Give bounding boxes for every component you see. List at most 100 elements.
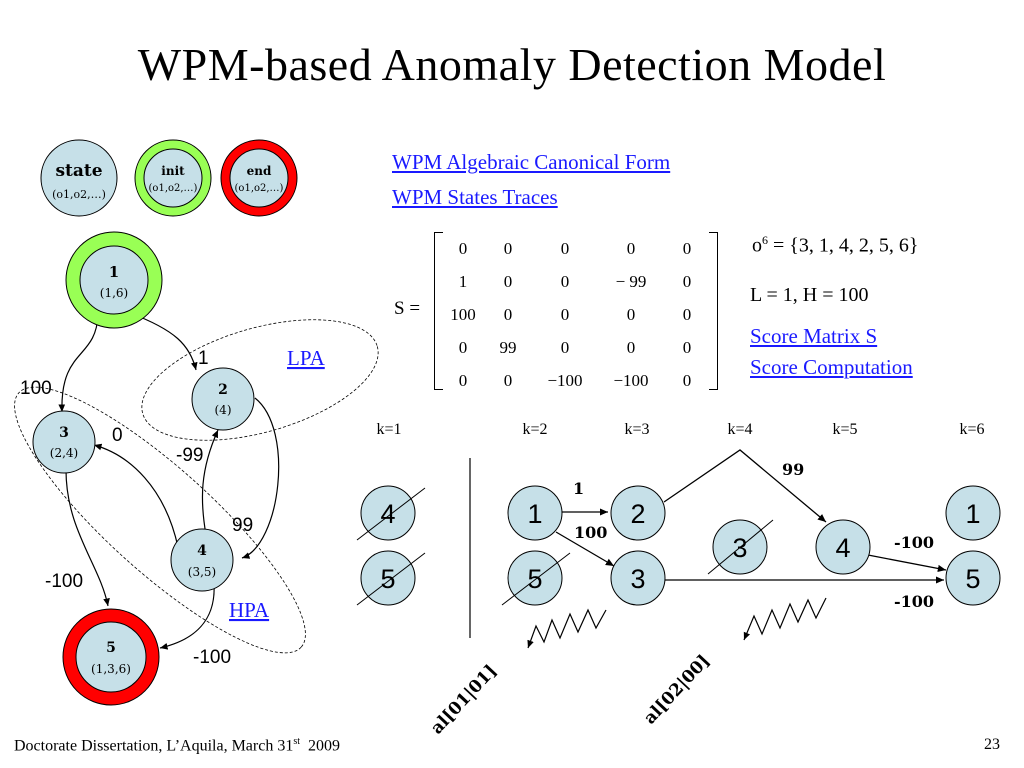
legend-end-name: end <box>247 164 272 178</box>
legend-init-sub: (o1,o2,…) <box>149 183 198 194</box>
matrix-cell: 0 <box>458 338 468 357</box>
matrix-cell: 1 <box>458 272 468 291</box>
matrix-cell: 0 <box>626 305 636 324</box>
footer-year: 2009 <box>300 737 341 755</box>
edge-1-to-2 <box>129 312 198 371</box>
trace-label-100: 100 <box>574 523 607 542</box>
trace-edge-2-4 <box>663 449 827 523</box>
legend-end: end (o1,o2,…) <box>220 139 298 217</box>
trace-node-k2-5-label: 5 <box>527 564 542 594</box>
trace-node-k1-4-label: 4 <box>380 499 395 529</box>
matrix-bracket-left <box>434 232 443 390</box>
graph-node-3-id: 3 <box>59 425 69 441</box>
matrix-bracket-right <box>709 232 718 390</box>
legend-state-sub: (o1,o2,…) <box>52 188 106 201</box>
matrix-grid: 0 0 0 0 0 1 0 0 − 99 0 100 0 0 0 0 0 99 … <box>442 232 710 397</box>
matrix-cell: 0 <box>503 272 513 291</box>
slide-title: WPM-based Anomaly Detection Model <box>137 39 887 90</box>
matrix-cell: 0 <box>503 239 513 258</box>
alarm-2: al[02|00] <box>640 651 714 728</box>
matrix-cell: 100 <box>450 305 476 324</box>
trace-node-k4-3: 3 <box>707 519 774 575</box>
lpa-link[interactable]: LPA <box>287 346 326 370</box>
sequence-sup: 6 <box>762 233 768 247</box>
trace-node-k1-5: 5 <box>356 550 426 606</box>
matrix-cell: 0 <box>560 305 570 324</box>
graph-node-1-id: 1 <box>109 263 119 281</box>
edge-label-1-2: 1 <box>198 348 209 369</box>
trace-node-k3-3-label: 3 <box>630 564 645 594</box>
matrix-cell: −100 <box>547 371 583 390</box>
legend-state-name: state <box>55 161 102 181</box>
edge-4-to-3 <box>93 443 179 548</box>
trace-node-k3-2-label: 2 <box>630 499 645 529</box>
link-score-computation[interactable]: Score Computation <box>750 355 913 379</box>
trace-node-k6-5: 5 <box>945 550 1001 606</box>
alarm-1: al[01|01] <box>427 661 501 738</box>
graph-node-2: 2 (4) <box>191 367 255 431</box>
matrix-cell: 0 <box>458 371 468 390</box>
edge-label-3-5: -100 <box>45 571 83 592</box>
trace-node-k3-2: 2 <box>610 485 666 541</box>
trace-node-k2-1-label: 1 <box>527 499 542 529</box>
legend-end-sub: (o1,o2,…) <box>235 183 284 194</box>
trace-edge-4-5 <box>867 554 947 573</box>
sequence-text: o6 = {3, 1, 4, 2, 5, 6} <box>752 233 918 258</box>
graph-node-4-id: 4 <box>197 543 207 559</box>
link-score-matrix[interactable]: Score Matrix S <box>750 324 878 348</box>
alarm-zigzag-2 <box>743 597 827 641</box>
graph-node-4-sub: (3,5) <box>188 565 216 579</box>
footer-sup: st <box>293 736 301 747</box>
params-text: L = 1, H = 100 <box>750 284 869 306</box>
trace-label-99: 99 <box>782 460 804 479</box>
edge-label-4-3: -99 <box>176 445 203 466</box>
link-states-traces[interactable]: WPM States Traces <box>392 185 558 209</box>
graph-node-1: 1 (1,6) <box>65 231 163 329</box>
link-canonical-form[interactable]: WPM Algebraic Canonical Form <box>392 150 671 174</box>
graph-node-5-id: 5 <box>106 640 116 656</box>
matrix-cell: 0 <box>503 305 513 324</box>
trace-node-k5-4-label: 4 <box>835 533 850 563</box>
trace-label-1: 1 <box>573 479 584 498</box>
graph-node-5: 5 (1,3,6) <box>62 608 160 706</box>
edge-label-self-3: 0 <box>112 425 123 446</box>
trace-edge-1-3 <box>555 531 615 567</box>
graph-node-4: 4 (3,5) <box>170 528 234 592</box>
edge-4-to-2 <box>201 429 219 536</box>
matrix-cell: 0 <box>503 371 513 390</box>
graph-node-2-sub: (4) <box>215 403 232 417</box>
legend-state: state (o1,o2,…) <box>40 139 118 217</box>
graph-node-2-id: 2 <box>218 382 228 398</box>
graph-node-5-sub: (1,3,6) <box>91 662 131 676</box>
hpa-link[interactable]: HPA <box>229 598 270 622</box>
edge-3-to-5 <box>65 469 110 607</box>
page-number: 23 <box>984 736 1000 753</box>
footer-main: Doctorate Dissertation, L’Aquila, March … <box>14 737 294 755</box>
matrix-cell: 0 <box>626 338 636 357</box>
matrix-cell: − 99 <box>615 272 647 291</box>
edge-1-to-3 <box>58 314 99 413</box>
lpa-region <box>141 319 379 441</box>
graph-node-3-sub: (2,4) <box>50 446 78 460</box>
matrix-cell: −100 <box>613 371 649 390</box>
trace-node-k6-1: 1 <box>945 485 1001 541</box>
matrix-cell: 0 <box>560 272 570 291</box>
trace-node-k5-4: 4 <box>815 519 871 575</box>
edge-4-to-5 <box>159 583 215 650</box>
k-label-1: k=1 <box>376 421 401 438</box>
sequence-value: = {3, 1, 4, 2, 5, 6} <box>768 234 919 257</box>
matrix-cell: 0 <box>682 338 692 357</box>
matrix-cell: 0 <box>560 239 570 258</box>
graph-node-1-sub: (1,6) <box>100 286 128 300</box>
matrix-cell: 99 <box>499 338 517 357</box>
legend-init: init (o1,o2,…) <box>134 139 212 217</box>
trace-node-k6-5-label: 5 <box>965 564 980 594</box>
trace-node-k3-3: 3 <box>610 550 666 606</box>
matrix-cell: 0 <box>626 239 636 258</box>
trace-node-k6-1-label: 1 <box>965 499 980 529</box>
matrix-cell: 0 <box>682 305 692 324</box>
trace-node-k1-5-label: 5 <box>380 564 395 594</box>
trace-label-neg100-a: -100 <box>894 533 934 552</box>
trace-label-neg100-b: -100 <box>894 592 934 611</box>
score-matrix: 0 0 0 0 0 1 0 0 − 99 0 100 0 0 0 0 0 99 … <box>434 228 718 392</box>
